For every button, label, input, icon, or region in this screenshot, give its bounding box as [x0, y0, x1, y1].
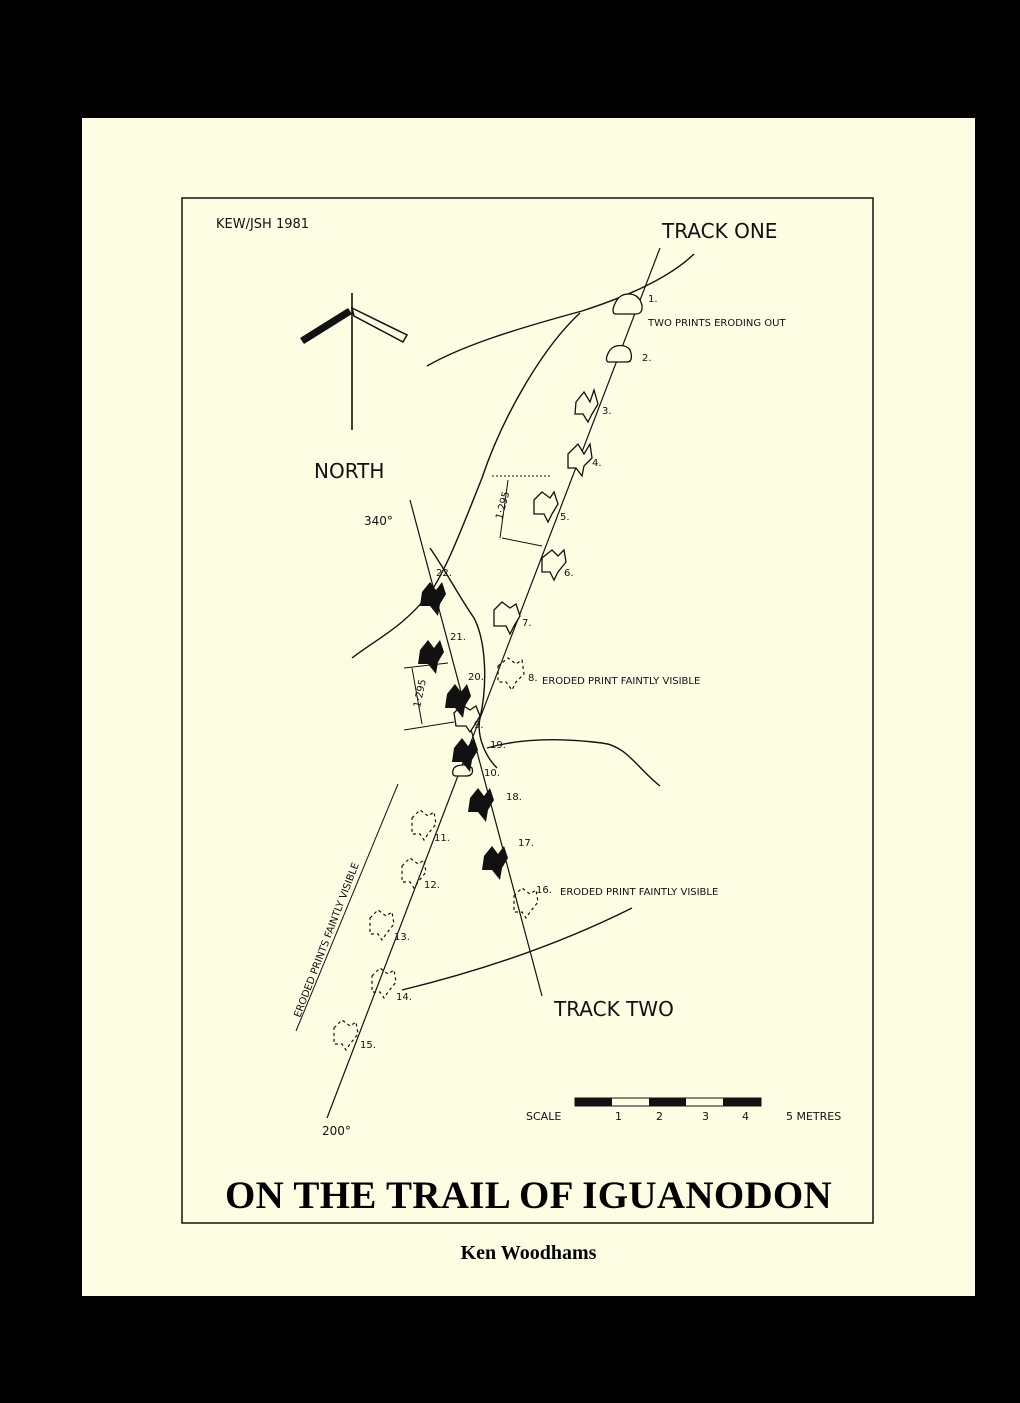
track-two-prints — [418, 582, 508, 880]
trackway-map: KEW/JSH 1981 NORTH TRACK ONE TRACK TWO 3… — [181, 197, 874, 1224]
stride-dimension-upper — [492, 475, 552, 547]
svg-text:22.: 22. — [436, 568, 452, 579]
track-one-prints — [452, 293, 643, 777]
booklet-title: ON THE TRAIL OF IGUANODON — [224, 1174, 833, 1217]
svg-text:1.: 1. — [648, 294, 658, 305]
footprint-icon — [482, 846, 508, 880]
footprint-icon — [468, 788, 494, 822]
note-print-1: TWO PRINTS ERODING OUT — [647, 318, 786, 329]
north-label: NORTH — [314, 459, 384, 483]
svg-text:9.: 9. — [474, 720, 484, 731]
svg-text:SCALE: SCALE — [526, 1110, 561, 1123]
footprint-icon — [493, 601, 521, 636]
scale-bar — [574, 1097, 762, 1107]
svg-text:17.: 17. — [518, 838, 534, 849]
footprint-icon — [497, 657, 525, 692]
svg-text:2: 2 — [656, 1110, 663, 1123]
svg-text:3: 3 — [702, 1110, 709, 1123]
stride-label-upper: 1·295 — [494, 490, 512, 521]
svg-text:11.: 11. — [434, 833, 450, 844]
footprint-icon — [411, 809, 437, 842]
bearing-bottom: 200° — [322, 1124, 351, 1138]
footprint-icon — [369, 909, 395, 942]
svg-text:21.: 21. — [450, 632, 466, 643]
footprint-icon — [371, 967, 397, 1000]
scale-labels: SCALE 1 2 3 4 5 METRES — [526, 1110, 841, 1123]
north-arrow-icon — [300, 293, 409, 430]
note-print-8: ERODED PRINT FAINTLY VISIBLE — [542, 676, 700, 687]
note-print-16: ERODED PRINT FAINTLY VISIBLE — [560, 887, 718, 898]
svg-text:14.: 14. — [396, 992, 412, 1003]
footprint-icon — [401, 857, 427, 890]
svg-text:15.: 15. — [360, 1040, 376, 1051]
bed-outline — [351, 253, 695, 991]
svg-text:4.: 4. — [592, 458, 602, 469]
track-two-label: TRACK TWO — [553, 997, 674, 1021]
footprint-icon — [567, 442, 593, 478]
footprint-icon — [574, 387, 599, 424]
footprint-icon — [420, 582, 446, 616]
footprint-icon — [533, 490, 559, 524]
svg-text:7.: 7. — [522, 618, 532, 629]
svg-text:5 METRES: 5 METRES — [786, 1110, 841, 1123]
footprint-icon — [418, 640, 444, 674]
svg-text:19.: 19. — [490, 740, 506, 751]
booklet-author: Ken Woodhams — [460, 1242, 597, 1264]
svg-text:8.: 8. — [528, 673, 538, 684]
svg-text:2.: 2. — [642, 353, 652, 364]
svg-text:18.: 18. — [506, 792, 522, 803]
map-frame — [181, 197, 874, 1224]
footprint-icon — [452, 738, 478, 772]
stride-dimension-lower — [403, 662, 455, 731]
svg-text:5.: 5. — [560, 512, 570, 523]
track-one-line — [326, 247, 661, 1119]
svg-text:12.: 12. — [424, 880, 440, 891]
footprint-icon — [445, 684, 471, 718]
svg-text:1: 1 — [615, 1110, 622, 1123]
track-one-label: TRACK ONE — [661, 219, 777, 243]
svg-text:6.: 6. — [564, 568, 574, 579]
svg-text:16.: 16. — [536, 885, 552, 896]
svg-text:3.: 3. — [602, 406, 612, 417]
footprint-icon — [605, 344, 633, 363]
note-eroded-side: ERODED PRINTS FAINTLY VISIBLE — [293, 861, 362, 1019]
svg-text:10.: 10. — [484, 768, 500, 779]
map-credit: KEW/JSH 1981 — [216, 217, 309, 232]
print-numbers: 1. 2. 3. 4. 5. 6. 7. 8. 9. 10. 11. 12. 1… — [360, 294, 658, 1051]
svg-text:4: 4 — [742, 1110, 749, 1123]
eroded-bracket-line — [295, 783, 399, 1032]
footprint-icon — [612, 293, 643, 315]
svg-text:13.: 13. — [394, 932, 410, 943]
bearing-top: 340° — [364, 514, 393, 528]
svg-text:20.: 20. — [468, 672, 484, 683]
eroded-prints — [333, 657, 539, 1052]
footprint-icon — [541, 548, 567, 582]
booklet-cover: KEW/JSH 1981 NORTH TRACK ONE TRACK TWO 3… — [82, 118, 975, 1296]
